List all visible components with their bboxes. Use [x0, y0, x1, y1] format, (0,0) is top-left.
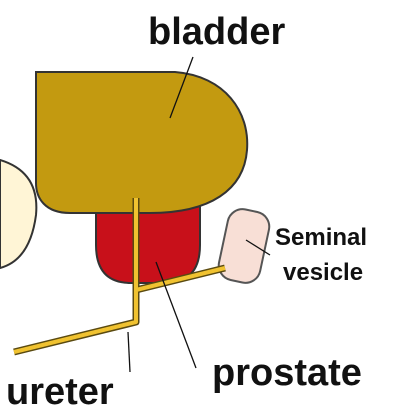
- prostate-label: prostate: [212, 352, 362, 394]
- seminal-vesicle-label-line2: vesicle: [283, 259, 363, 286]
- bladder-label: bladder: [148, 11, 285, 53]
- seminal-vesicle-label-line1: Seminal: [275, 224, 367, 251]
- bladder-shape: [36, 72, 247, 213]
- rectum-shape: [0, 160, 36, 268]
- ureter-pointer: [128, 332, 130, 372]
- ureter-label: ureter: [6, 371, 114, 411]
- seminal-vesicle-shape: [216, 206, 272, 285]
